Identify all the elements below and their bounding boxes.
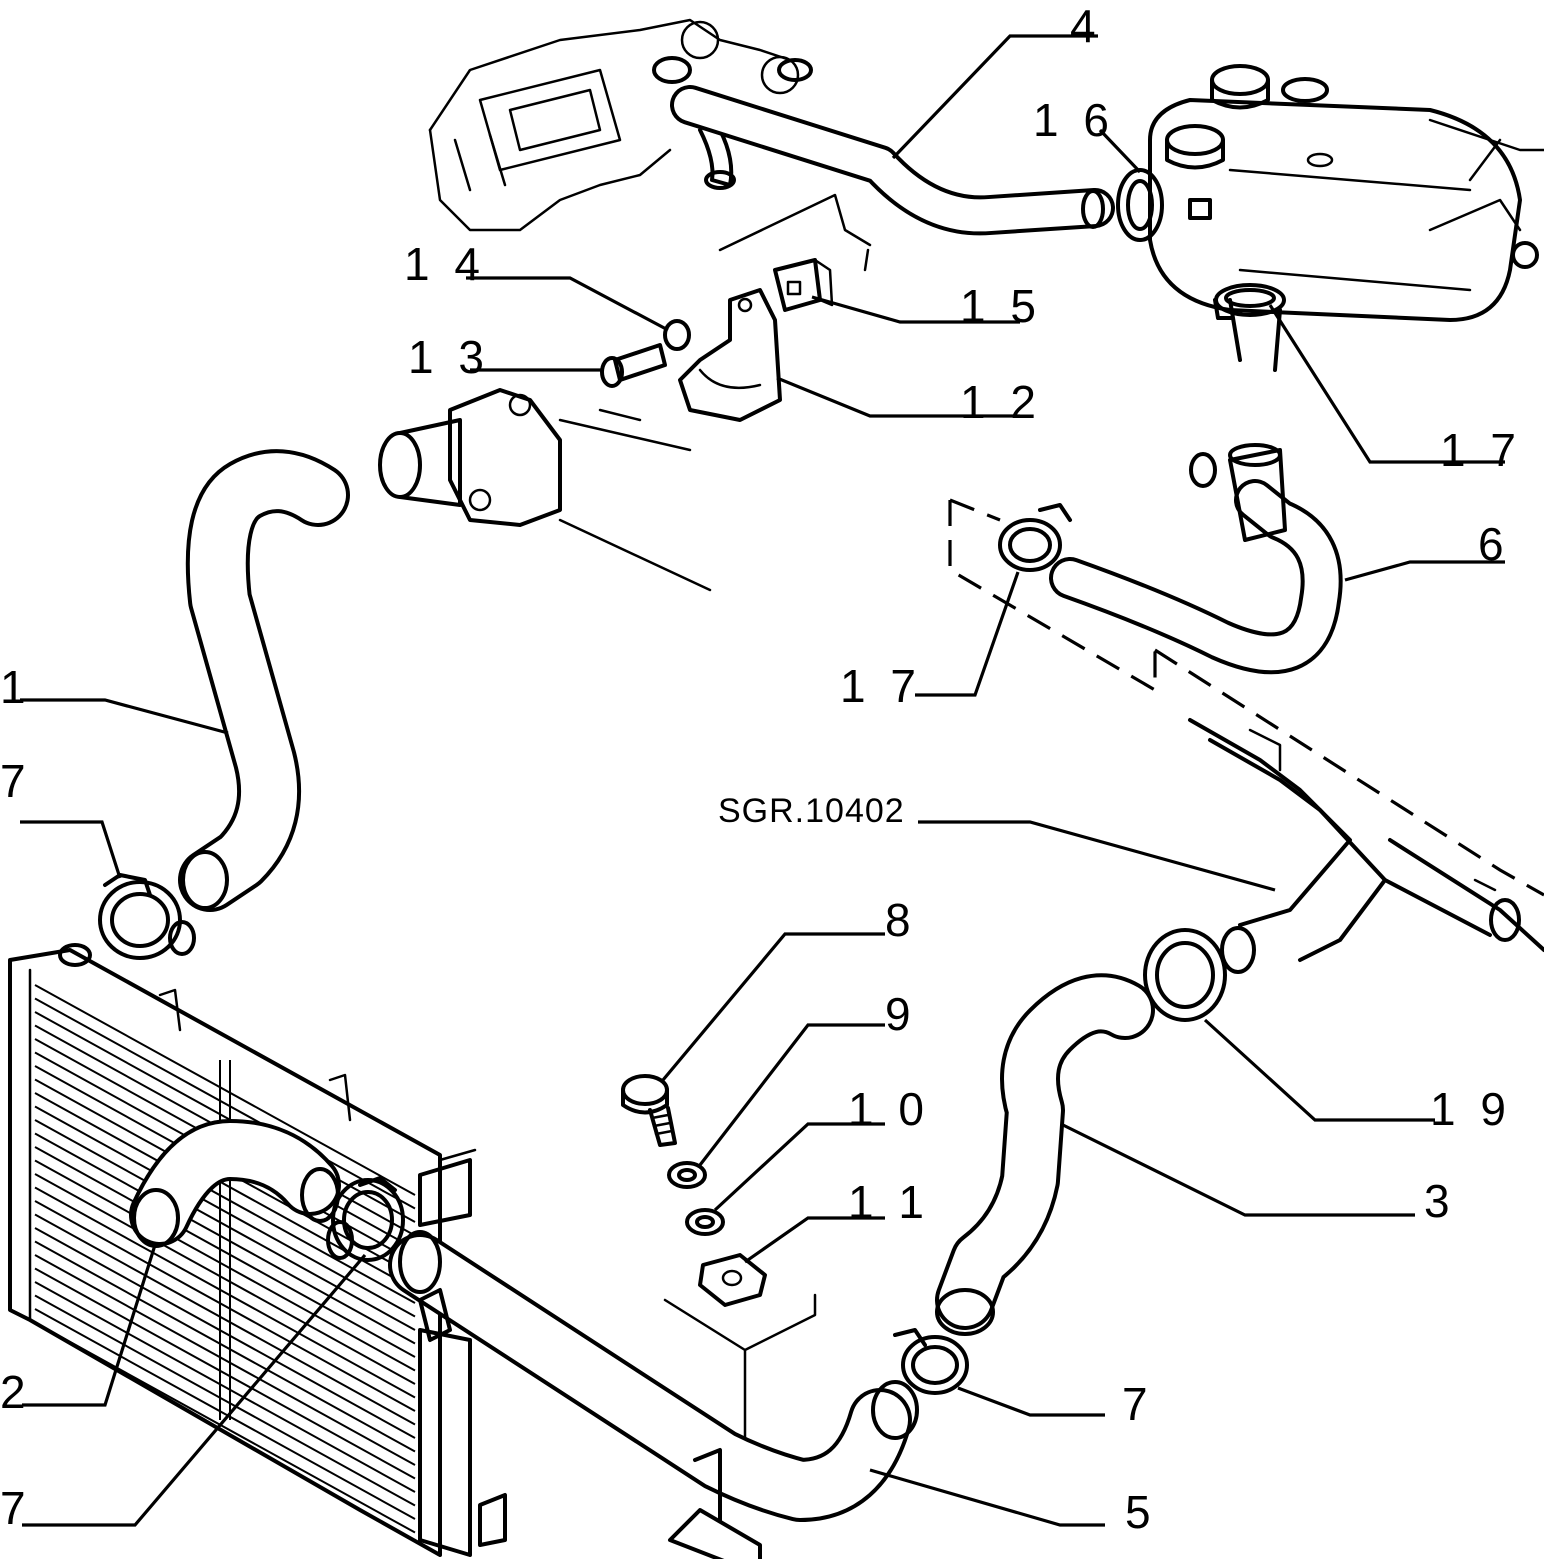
leader-12 <box>776 376 1020 418</box>
radiator <box>8 943 507 1557</box>
clamp-16 <box>1116 168 1164 242</box>
clamp-17-under-tank <box>1213 283 1286 320</box>
callout-labels: 4 1 6 1 4 1 5 1 3 1 2 1 7 6 1 7 1 7 8 9 … <box>0 0 1522 1538</box>
radiator-fin <box>34 1227 416 1439</box>
radiator-fin <box>34 1173 416 1385</box>
expansion-tank <box>1148 64 1544 372</box>
radiator-fin <box>34 984 416 1196</box>
callout-12: 1 2 <box>960 376 1042 428</box>
callout-4: 4 <box>1070 0 1102 52</box>
clamp-19 <box>1143 928 1227 1022</box>
hose-5 <box>388 1230 919 1559</box>
leader-5 <box>869 1468 1105 1527</box>
callout-8: 8 <box>885 894 917 946</box>
hose-6 <box>1049 443 1343 675</box>
nut-14 <box>663 319 691 351</box>
clip-15 <box>773 258 834 312</box>
radiator-fin <box>34 1200 416 1412</box>
leader-6 <box>1344 560 1505 582</box>
radiator-fin <box>34 1011 416 1223</box>
radiator-fin <box>34 1240 416 1453</box>
water-pump-outlet <box>378 388 712 592</box>
clamp-7-upper-left <box>98 873 196 960</box>
leader-17b <box>915 571 1020 697</box>
radiator-fin <box>34 1281 416 1493</box>
callout-14: 1 4 <box>404 238 486 290</box>
radiator-fin <box>34 1159 416 1372</box>
callout-7-lower-right: 7 <box>1122 1378 1154 1430</box>
bracket-12 <box>678 288 782 422</box>
hose-4 <box>670 85 1115 272</box>
leader-7a <box>20 820 122 879</box>
radiator-fin <box>34 1254 416 1466</box>
callout-19: 1 9 <box>1430 1083 1512 1135</box>
callout-3: 3 <box>1424 1175 1456 1227</box>
callout-7-lower-left: 7 <box>0 1482 32 1534</box>
clip-11 <box>663 1253 817 1442</box>
callout-15: 1 5 <box>960 280 1042 332</box>
hose-3 <box>935 973 1155 1336</box>
engine-thermostat-housing <box>428 18 813 232</box>
leader-lines <box>20 34 1505 1527</box>
leader-15 <box>811 295 1020 324</box>
washer-9 <box>667 1161 707 1189</box>
radiator-fin <box>34 1294 416 1507</box>
leader-10 <box>713 1122 885 1212</box>
radiator-fin <box>34 1213 416 1426</box>
leader-11 <box>744 1216 885 1264</box>
callout-13: 1 3 <box>408 331 490 383</box>
callout-16: 1 6 <box>1033 94 1115 146</box>
clamp-7-lower-right <box>893 1328 969 1395</box>
radiator-fin <box>34 1146 416 1358</box>
leader-14 <box>466 276 669 332</box>
callout-5: 5 <box>1125 1486 1157 1538</box>
leader-17a <box>1268 304 1505 464</box>
leader-7c <box>957 1386 1105 1417</box>
leader-sgr <box>918 820 1276 892</box>
callout-9: 9 <box>885 988 917 1040</box>
radiator-fin <box>34 1132 416 1345</box>
callout-1: 1 <box>0 661 32 713</box>
callout-10: 1 0 <box>848 1083 930 1135</box>
metal-pipe-sgr10402 <box>1188 718 1544 974</box>
leader-1 <box>20 698 229 735</box>
leader-3 <box>1062 1123 1415 1217</box>
bolt-8 <box>621 1074 677 1147</box>
callout-2: 2 <box>0 1366 32 1418</box>
clamp-17-hose-6 <box>998 503 1072 572</box>
radiator-fin <box>34 1186 416 1399</box>
leader-9 <box>698 1023 885 1166</box>
washer-10 <box>685 1208 725 1236</box>
dashed-assembly-outline <box>948 498 1544 897</box>
callout-11: 1 1 <box>848 1176 930 1228</box>
radiator-fin <box>34 1321 416 1534</box>
leader-16 <box>1098 128 1142 174</box>
radiator-fin <box>34 997 416 1210</box>
leader-4 <box>891 34 1098 160</box>
radiator-fin <box>34 1308 416 1520</box>
leader-8 <box>661 932 885 1082</box>
radiator-fin <box>34 1119 416 1331</box>
callout-17-middle: 1 7 <box>840 660 922 712</box>
radiator-fin <box>34 1092 416 1304</box>
hose-1 <box>178 449 350 912</box>
callout-17-upper: 1 7 <box>1440 424 1522 476</box>
bolt-13 <box>600 343 667 388</box>
leader-2 <box>22 1244 157 1407</box>
callout-6: 6 <box>1478 518 1510 570</box>
radiator-fin <box>34 1105 416 1318</box>
callout-7-upper-left: 7 <box>0 755 32 807</box>
radiator-fins <box>34 984 416 1534</box>
leader-7b <box>22 1253 367 1527</box>
radiator-fin <box>34 1267 416 1480</box>
reference-code: SGR.10402 <box>718 792 905 830</box>
leader-19 <box>1203 1018 1435 1122</box>
clamp-7-lower-left <box>326 1176 405 1262</box>
